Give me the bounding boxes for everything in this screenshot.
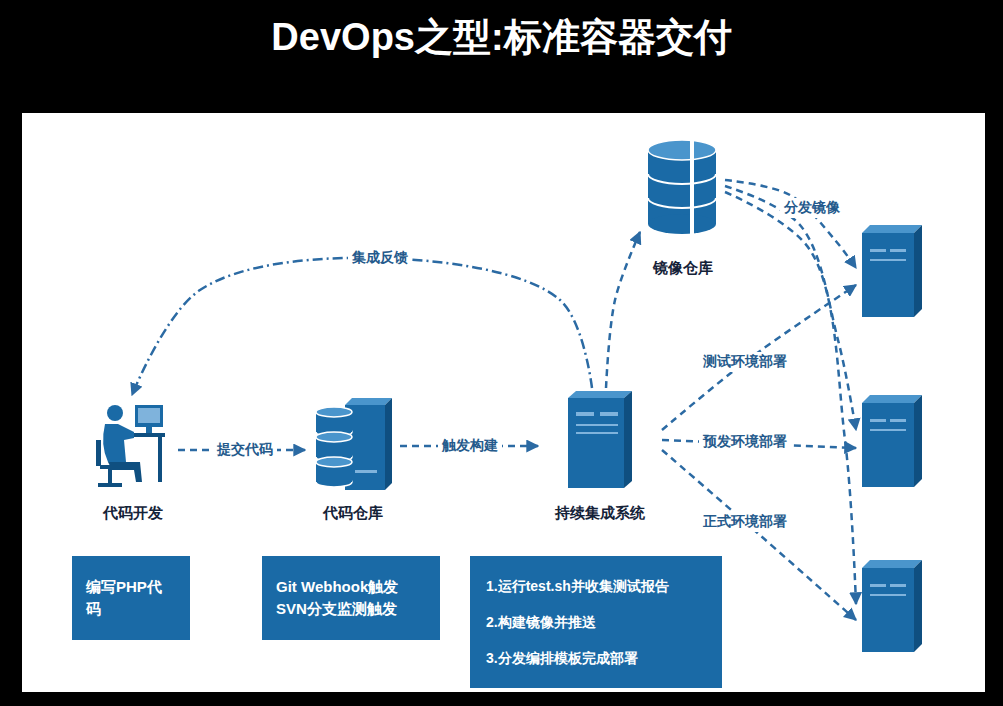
ci-server-icon-part xyxy=(624,391,632,488)
connector-arrow xyxy=(606,232,640,388)
node-label: 代码开发 xyxy=(103,504,163,523)
ci-server-icon-part xyxy=(576,424,618,426)
connector-arrow xyxy=(725,186,856,430)
server-icon-part xyxy=(870,429,906,431)
server-icon-part xyxy=(914,560,922,652)
code-repo-icon-part xyxy=(316,407,352,417)
connector-arrow xyxy=(662,285,856,430)
developer-icon-part xyxy=(108,469,112,483)
developer: 代码开发 xyxy=(88,395,178,525)
edge-label: 分发镜像 xyxy=(780,198,844,218)
connector-arrow xyxy=(725,180,856,268)
code-repo-icon xyxy=(316,398,392,490)
developer-icon-part xyxy=(103,424,134,462)
code-repo-icon-part xyxy=(316,432,352,442)
server-icon-part xyxy=(862,395,922,403)
code-repo-icon-part xyxy=(355,470,377,473)
server-icon xyxy=(862,560,922,652)
node-label: 编写PHP代码 xyxy=(86,576,176,620)
image-repo-icon-part xyxy=(648,198,716,208)
ci-server-icon-part xyxy=(576,412,594,416)
ci-server-icon-part xyxy=(600,412,618,416)
node-label: Git Webhook触发 SVN分支监测触发 xyxy=(276,576,426,620)
edge-label: 测试环境部署 xyxy=(699,352,791,372)
server xyxy=(856,222,926,320)
image-repo-icon xyxy=(648,138,716,236)
server xyxy=(856,392,926,490)
edge-label: 触发构建 xyxy=(438,436,502,456)
edge-label: 提交代码 xyxy=(213,440,277,460)
server-icon-part xyxy=(890,584,906,587)
connector-arrow xyxy=(725,192,856,604)
image-repo-icon-part xyxy=(690,138,694,236)
ci-server-icon-part xyxy=(568,398,624,488)
white-panel xyxy=(22,113,985,692)
node-label: 镜像仓库 xyxy=(653,259,713,278)
server-icon-part xyxy=(890,249,906,252)
developer-icon-part xyxy=(158,437,162,482)
developer-icon xyxy=(96,405,165,487)
edge-label: 集成反馈 xyxy=(348,248,412,268)
ci-server-icon xyxy=(568,391,632,488)
server-icon-part xyxy=(870,259,906,261)
server-icon-part xyxy=(870,249,886,252)
server-icon xyxy=(862,395,922,487)
server-icon-part xyxy=(870,419,886,422)
note-box: 编写PHP代码 xyxy=(72,556,190,640)
ci-server-icon-part xyxy=(576,432,618,434)
node-label: 2.构建镜像并推送 xyxy=(486,612,706,632)
image-repo-icon-part xyxy=(648,150,716,224)
developer-icon-part xyxy=(138,408,160,423)
ci-server-icon-part xyxy=(568,391,632,398)
code-repo-icon-part xyxy=(316,457,352,467)
node-label: 代码仓库 xyxy=(323,504,383,523)
note-box: Git Webhook触发 SVN分支监测触发 xyxy=(262,556,440,640)
image-repo-icon-part xyxy=(648,174,716,184)
developer-icon-part xyxy=(135,405,163,427)
image-repo-icon-part xyxy=(648,140,716,160)
server-icon-part xyxy=(890,419,906,422)
node-label: 持续集成系统 xyxy=(555,504,645,523)
server xyxy=(856,557,926,655)
image-repo: 镜像仓库 xyxy=(640,135,725,280)
server-icon-part xyxy=(862,568,914,652)
server-icon-part xyxy=(862,225,922,233)
image-repo-icon-part xyxy=(648,214,716,234)
step-list: 1.运行test.sh并收集测试报告 2.构建镜像并推送 3.分发编排模板完成部署 xyxy=(470,556,722,688)
developer-icon-part xyxy=(96,440,101,466)
node-label: 1.运行test.sh并收集测试报告 xyxy=(486,576,706,596)
developer-icon-part xyxy=(100,465,120,469)
developer-icon-part xyxy=(107,405,123,421)
server-icon-part xyxy=(870,594,906,596)
node-label: 3.分发编排模板完成部署 xyxy=(486,648,706,668)
code-repo-icon-part xyxy=(385,398,392,490)
server-icon-part xyxy=(862,233,914,317)
code-repo: 代码仓库 xyxy=(305,398,400,525)
server-icon-part xyxy=(862,560,922,568)
server-icon-part xyxy=(914,225,922,317)
server-icon-part xyxy=(862,403,914,487)
ci-system: 持续集成系统 xyxy=(538,388,662,525)
developer-icon-part xyxy=(98,483,122,487)
diagram-title: DevOps之型:标准容器交付 xyxy=(0,12,1003,63)
server-icon xyxy=(862,225,922,317)
edge-label: 预发环境部署 xyxy=(699,432,791,452)
edge-label: 正式环境部署 xyxy=(699,512,791,532)
developer-icon-part xyxy=(146,427,152,433)
server-icon-part xyxy=(914,395,922,487)
connector-arrow xyxy=(132,258,592,395)
server-icon-part xyxy=(870,584,886,587)
code-repo-icon-part xyxy=(345,398,392,405)
